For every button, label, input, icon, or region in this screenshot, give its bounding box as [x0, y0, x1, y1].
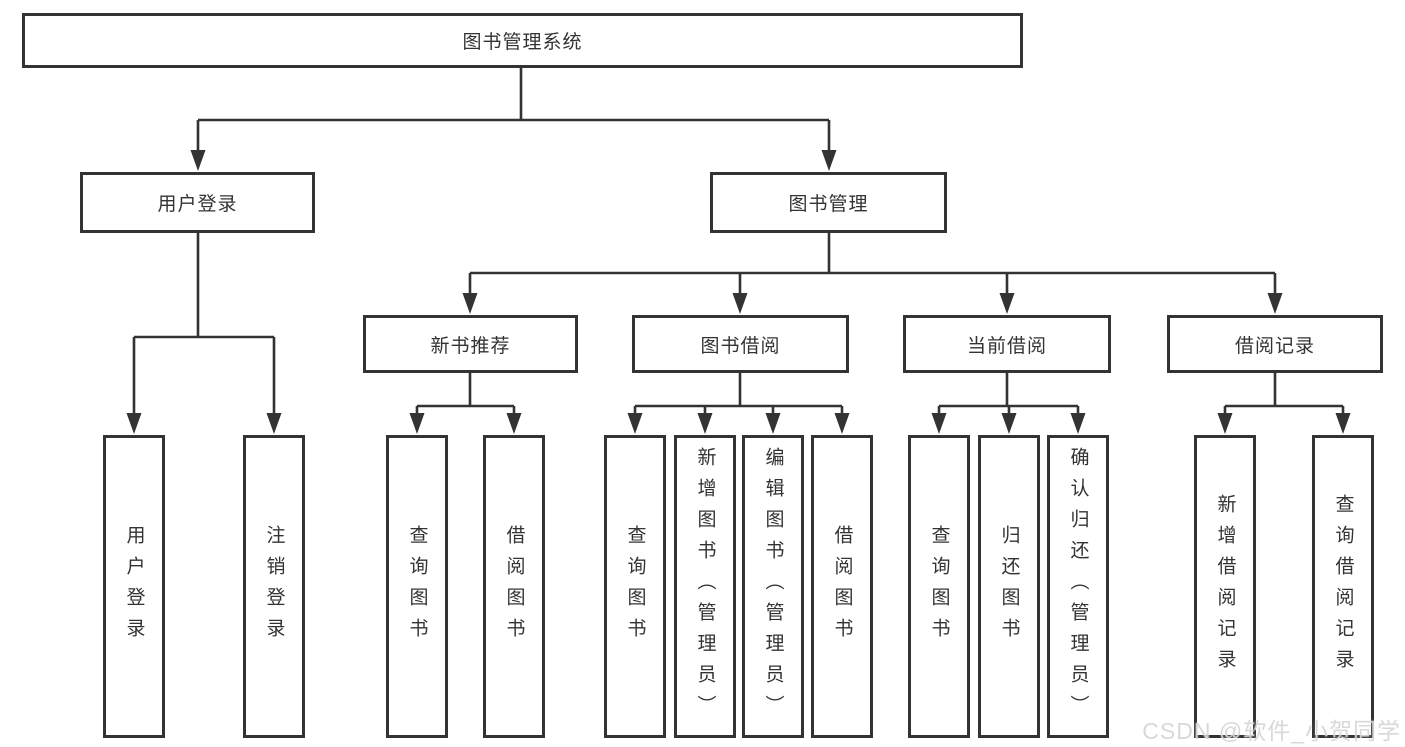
node-new-book-recommendation: 新书推荐 [363, 315, 578, 373]
leaf-bb-borrow-books: 借阅图书 [811, 435, 873, 738]
node-book-borrowing: 图书借阅 [632, 315, 849, 373]
leaf-br-query-record: 查询借阅记录 [1312, 435, 1374, 738]
leaf-bb-edit-books-admin: 编辑图书（管理员） [742, 435, 804, 738]
arrowhead-icon [1070, 413, 1086, 434]
leaf-bb-query-books: 查询图书 [604, 435, 666, 738]
arrowhead-icon [126, 413, 142, 434]
arrowhead-icon [1217, 413, 1233, 434]
leaf-cb-return-books: 归还图书 [978, 435, 1040, 738]
arrowhead-icon [1001, 413, 1017, 434]
arrowhead-icon [1267, 293, 1283, 314]
arrowhead-icon [506, 413, 522, 434]
node-borrowing-records: 借阅记录 [1167, 315, 1383, 373]
leaf-nbr-query-books: 查询图书 [386, 435, 448, 738]
leaf-logout: 注销登录 [243, 435, 305, 738]
leaf-br-add-record: 新增借阅记录 [1194, 435, 1256, 738]
connector-paths [132, 68, 1345, 420]
leaf-bb-add-books-admin: 新增图书（管理员） [674, 435, 736, 738]
connector-borrow-records-to-leaves [1223, 373, 1345, 420]
arrowhead-icon [462, 293, 478, 314]
node-user-login: 用户登录 [80, 172, 315, 233]
node-current-borrowing: 当前借阅 [903, 315, 1111, 373]
arrowhead-icon [190, 150, 206, 171]
leaf-user-login: 用户登录 [103, 435, 165, 738]
arrowhead-icon [931, 413, 947, 434]
arrowhead-icon [999, 293, 1015, 314]
connector-book-borrow-to-leaves [633, 373, 844, 420]
leaf-cb-confirm-return-admin: 确认归还（管理员） [1047, 435, 1109, 738]
arrowhead-icon [1335, 413, 1351, 434]
connector-user-login-to-leaves [132, 233, 276, 420]
leaf-nbr-borrow-books: 借阅图书 [483, 435, 545, 738]
node-book-management: 图书管理 [710, 172, 947, 233]
arrowhead-icon [834, 413, 850, 434]
arrowhead-icon [765, 413, 781, 434]
arrowhead-icon [409, 413, 425, 434]
arrowhead-icon [627, 413, 643, 434]
csdn-watermark: CSDN @软件_小贺同学 [1142, 718, 1401, 744]
connector-new-book-rec-to-leaves [415, 373, 516, 420]
node-root: 图书管理系统 [22, 13, 1023, 68]
connector-current-borrow-to-leaves [937, 373, 1080, 420]
arrowhead-icon [821, 150, 837, 171]
connector-root-to-level2 [196, 68, 831, 158]
arrowhead-icon [697, 413, 713, 434]
leaf-cb-query-books: 查询图书 [908, 435, 970, 738]
connector-arrowheads [126, 150, 1351, 434]
arrowhead-icon [732, 293, 748, 314]
connector-book-mgmt-to-level3 [468, 233, 1277, 300]
arrowhead-icon [266, 413, 282, 434]
